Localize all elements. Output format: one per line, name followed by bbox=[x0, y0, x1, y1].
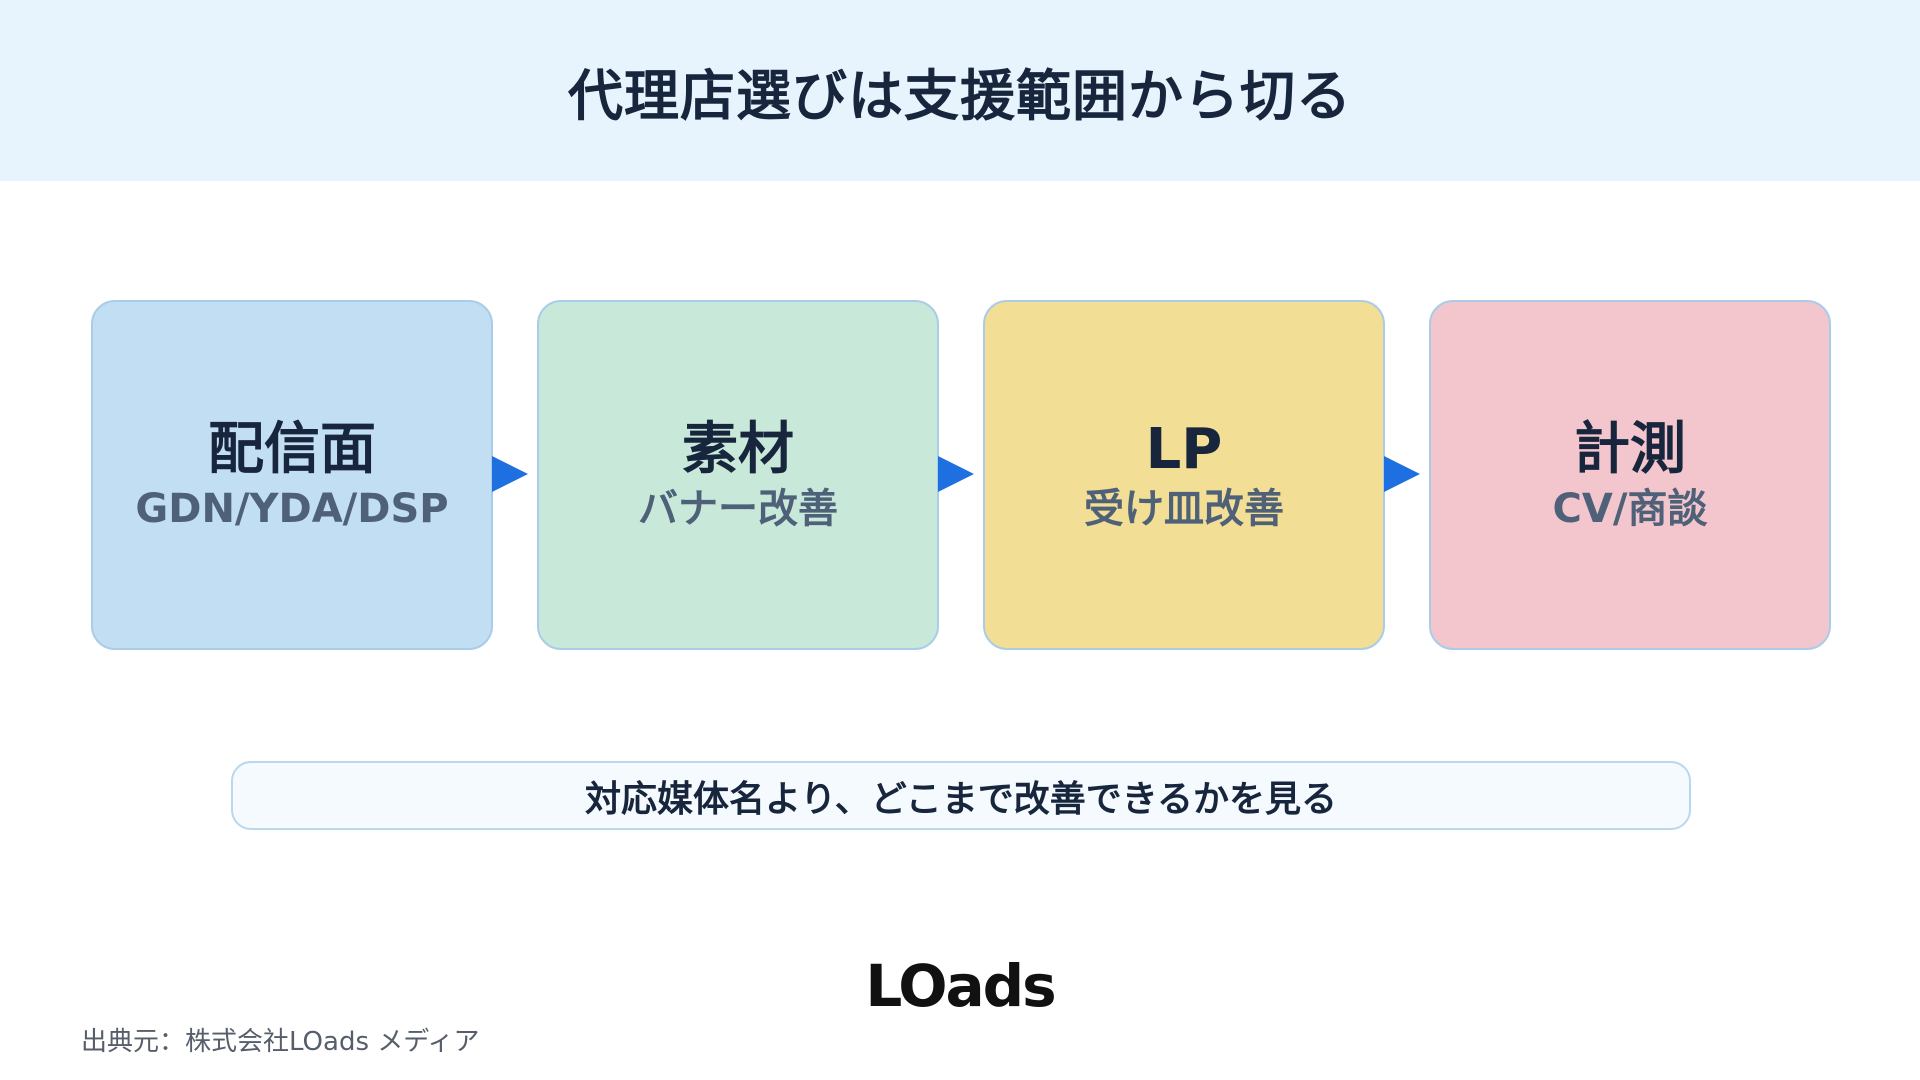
source-credit: 出典元：株式会社LOads メディア bbox=[81, 1027, 480, 1057]
step-card-measurement: 計測 CV/商談 bbox=[1429, 300, 1831, 650]
step-subtitle: バナー改善 bbox=[638, 485, 838, 532]
page-title: 代理店選びは支援範囲から切る bbox=[567, 63, 1352, 128]
arrow-right-icon bbox=[1384, 456, 1420, 492]
step-card-delivery: 配信面 GDN/YDA/DSP bbox=[91, 300, 493, 650]
header-banner: 代理店選びは支援範囲から切る bbox=[0, 0, 1920, 181]
key-message-text: 対応媒体名より、どこまで改善できるかを見る bbox=[584, 778, 1338, 820]
step-title: 素材 bbox=[682, 417, 794, 483]
key-message-box: 対応媒体名より、どこまで改善できるかを見る bbox=[231, 761, 1691, 830]
step-title: 計測 bbox=[1574, 417, 1686, 483]
step-subtitle: CV/商談 bbox=[1552, 485, 1708, 532]
step-card-lp: LP 受け皿改善 bbox=[983, 300, 1385, 650]
step-subtitle: GDN/YDA/DSP bbox=[135, 485, 449, 532]
step-title: LP bbox=[1145, 417, 1223, 483]
brand-logo: LOads bbox=[865, 952, 1056, 1020]
step-subtitle: 受け皿改善 bbox=[1084, 485, 1284, 532]
arrow-right-icon bbox=[938, 456, 974, 492]
arrow-right-icon bbox=[492, 456, 528, 492]
step-card-creative: 素材 バナー改善 bbox=[537, 300, 939, 650]
step-title: 配信面 bbox=[208, 417, 376, 483]
